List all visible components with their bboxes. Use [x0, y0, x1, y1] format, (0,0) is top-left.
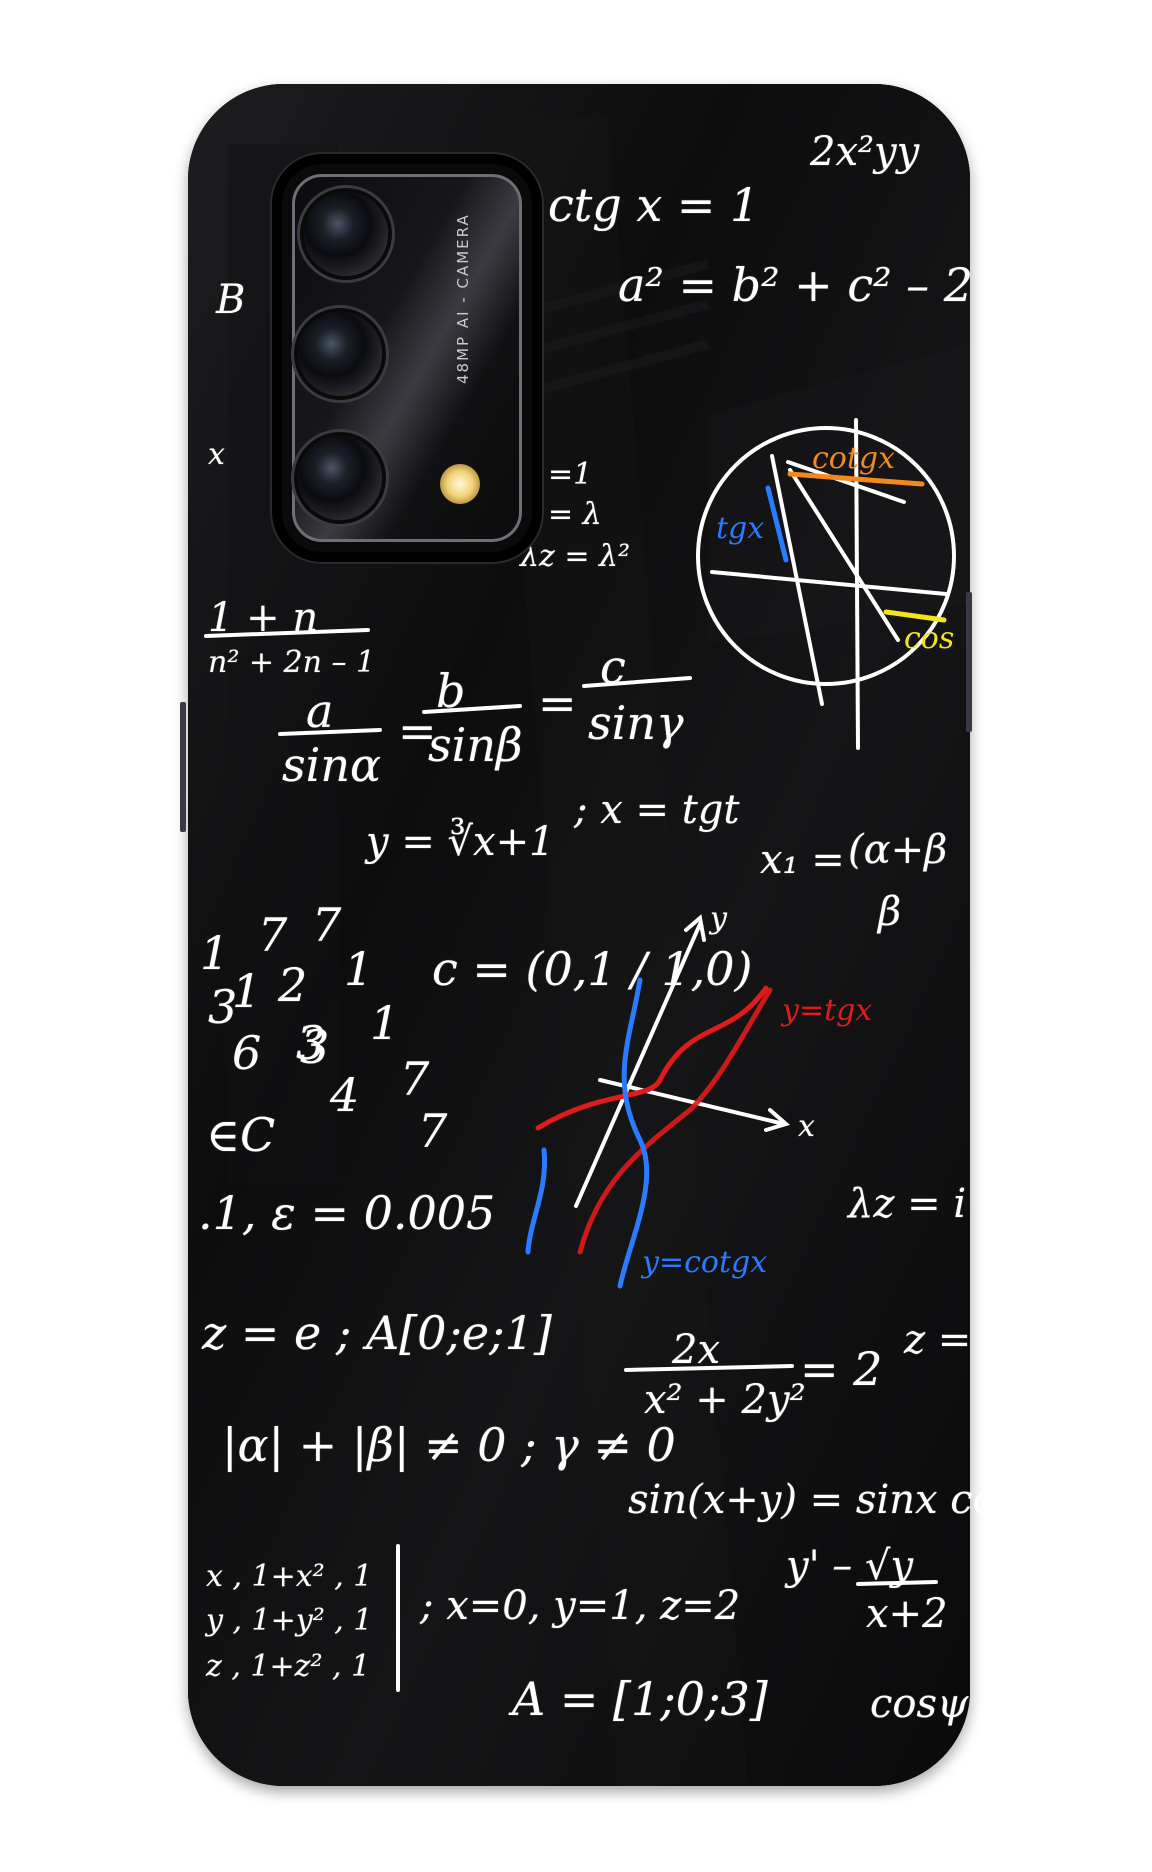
camera-lens-middle: [298, 312, 382, 396]
unit-circle-radius-2: [786, 460, 906, 504]
digit: 3: [300, 1020, 330, 1074]
graph-axis-y-label: y: [710, 901, 727, 936]
formula-alpha-beta: (α+β: [848, 827, 948, 873]
digit: 3: [296, 1016, 326, 1070]
formula-system-row-2: y , 1+y² , 1: [206, 1603, 373, 1638]
digit: 1: [344, 942, 374, 996]
cotgx-curve: [525, 1147, 548, 1255]
fraction-bar-n: [204, 628, 370, 638]
label-cos: cos: [904, 621, 955, 656]
digit: 7: [418, 1104, 448, 1158]
digit: 1: [200, 926, 230, 980]
label-y-tgx: y=tgx: [782, 993, 873, 1028]
digit: 7: [312, 898, 342, 952]
formula-cos-bottom: cosψ: [870, 1681, 969, 1727]
formula-x1: x₁ =: [760, 837, 845, 883]
digit: 1: [370, 996, 400, 1050]
formula-system-row-1: x , 1+x² , 1: [206, 1559, 373, 1594]
unit-circle-axis-v: [854, 418, 860, 750]
formula-fraction-2x-num: 2x: [672, 1327, 721, 1373]
formula-sine-rule-eq-2: =: [538, 676, 577, 730]
formula-x-tgt: ; x = tgt: [574, 787, 740, 833]
graph-axis-x: [598, 1078, 786, 1126]
formula-cube-root: y = ∛x+1: [366, 819, 555, 865]
formula-x-plus-2: x+2: [866, 1591, 948, 1637]
camera-lens-top: [304, 192, 388, 276]
fraction-bar-sine-c: [582, 676, 692, 688]
formula-sine-rule-a-den: sinα: [282, 738, 382, 792]
formula-sin-sum: sin(x+y) = sinx cos: [628, 1477, 1018, 1523]
unit-circle-axis-h: [710, 570, 948, 596]
formula-law-of-cosines: a² = b² + c² – 2: [618, 258, 974, 312]
digit: 2: [278, 958, 308, 1012]
digit: 3: [208, 980, 238, 1034]
formula-z-eq-e: z = e ; A[0;e;1]: [202, 1306, 552, 1360]
digit: 7: [400, 1052, 430, 1106]
fraction-bar-yprime: [856, 1580, 938, 1586]
digit: 7: [258, 908, 288, 962]
formula-a-vector: A = [1;0;3]: [512, 1672, 768, 1726]
formula-element-of-c: ∈C: [206, 1108, 276, 1162]
formula-fraction-2x-eq: = 2: [800, 1342, 883, 1396]
formula-z-right: z =: [904, 1317, 972, 1363]
formula-system-condition: ; x=0, y=1, z=2: [420, 1583, 741, 1629]
formula-fraction-2x-den: x² + 2y²: [644, 1377, 806, 1423]
formula-beta: β: [878, 889, 902, 935]
label-tgx: tgx: [716, 511, 765, 546]
formula-sine-rule-a-num: a: [306, 684, 334, 738]
formula-system-row-3: z , 1+z² , 1: [206, 1649, 371, 1684]
fraction-bar-sine-a: [278, 728, 382, 736]
label-cotgx: cotgx: [812, 441, 896, 476]
graph-axis-y-arrow: [684, 914, 706, 942]
label-y-cotgx: y=cotgx: [642, 1245, 768, 1280]
unit-circle-radius-1: [788, 468, 900, 642]
formula-sine-rule-b-den: sinβ: [428, 718, 523, 772]
fraction-bar-sine-b: [422, 704, 522, 714]
camera-flash: [440, 464, 480, 504]
digit: 1: [232, 964, 262, 1018]
formula-x-left: x: [208, 437, 225, 472]
formula-epsilon: .1, ε = 0.005: [198, 1186, 496, 1240]
formula-n-denominator: n² + 2n – 1: [208, 645, 376, 680]
digit: 6: [232, 1026, 262, 1080]
tgx-curve: [535, 985, 769, 1131]
tgx-segment: [765, 485, 789, 563]
side-button-power: [966, 592, 972, 732]
graph-axis-x-label: x: [798, 1109, 815, 1144]
camera-label: 48MP AI - CAMERA: [454, 213, 472, 384]
graph-axis-y: [574, 922, 702, 1208]
formula-c-matrix: c = (0,1 / 1,0): [432, 942, 753, 996]
formula-y-prime: y' – √y: [786, 1543, 914, 1589]
camera-lens-bottom: [298, 436, 382, 520]
formula-lambda-1: =1: [548, 457, 593, 492]
formula-sine-rule-b-num: b: [436, 664, 466, 718]
formula-ctg: ctg x = 1: [548, 178, 760, 232]
formula-sine-rule-eq-1: =: [398, 704, 437, 758]
cotgx-curve-2: [617, 977, 650, 1289]
unit-circle-radius-3: [770, 454, 824, 706]
formula-2x2yy: 2x²yy: [810, 129, 920, 175]
cotgx-segment: [787, 471, 925, 487]
formula-lambda-3: λz = λ²: [520, 539, 631, 574]
formula-lambda-2: = λ: [548, 497, 602, 532]
formula-abs-alpha-beta: |α| + |β| ≠ 0 ; γ ≠ 0: [222, 1418, 676, 1472]
formula-b-letter: B: [216, 277, 246, 323]
side-button-volume: [180, 702, 186, 832]
formula-sine-rule-c-den: sinγ: [588, 696, 684, 750]
formula-lambda-z: λz = i: [848, 1181, 967, 1227]
unit-circle: [696, 426, 956, 686]
cos-segment: [883, 609, 947, 623]
graph-axis-x-arrow: [764, 1108, 791, 1132]
fraction-bar-2x: [624, 1364, 794, 1372]
digit: 4: [330, 1068, 360, 1122]
tgx-curve-2: [577, 987, 773, 1255]
